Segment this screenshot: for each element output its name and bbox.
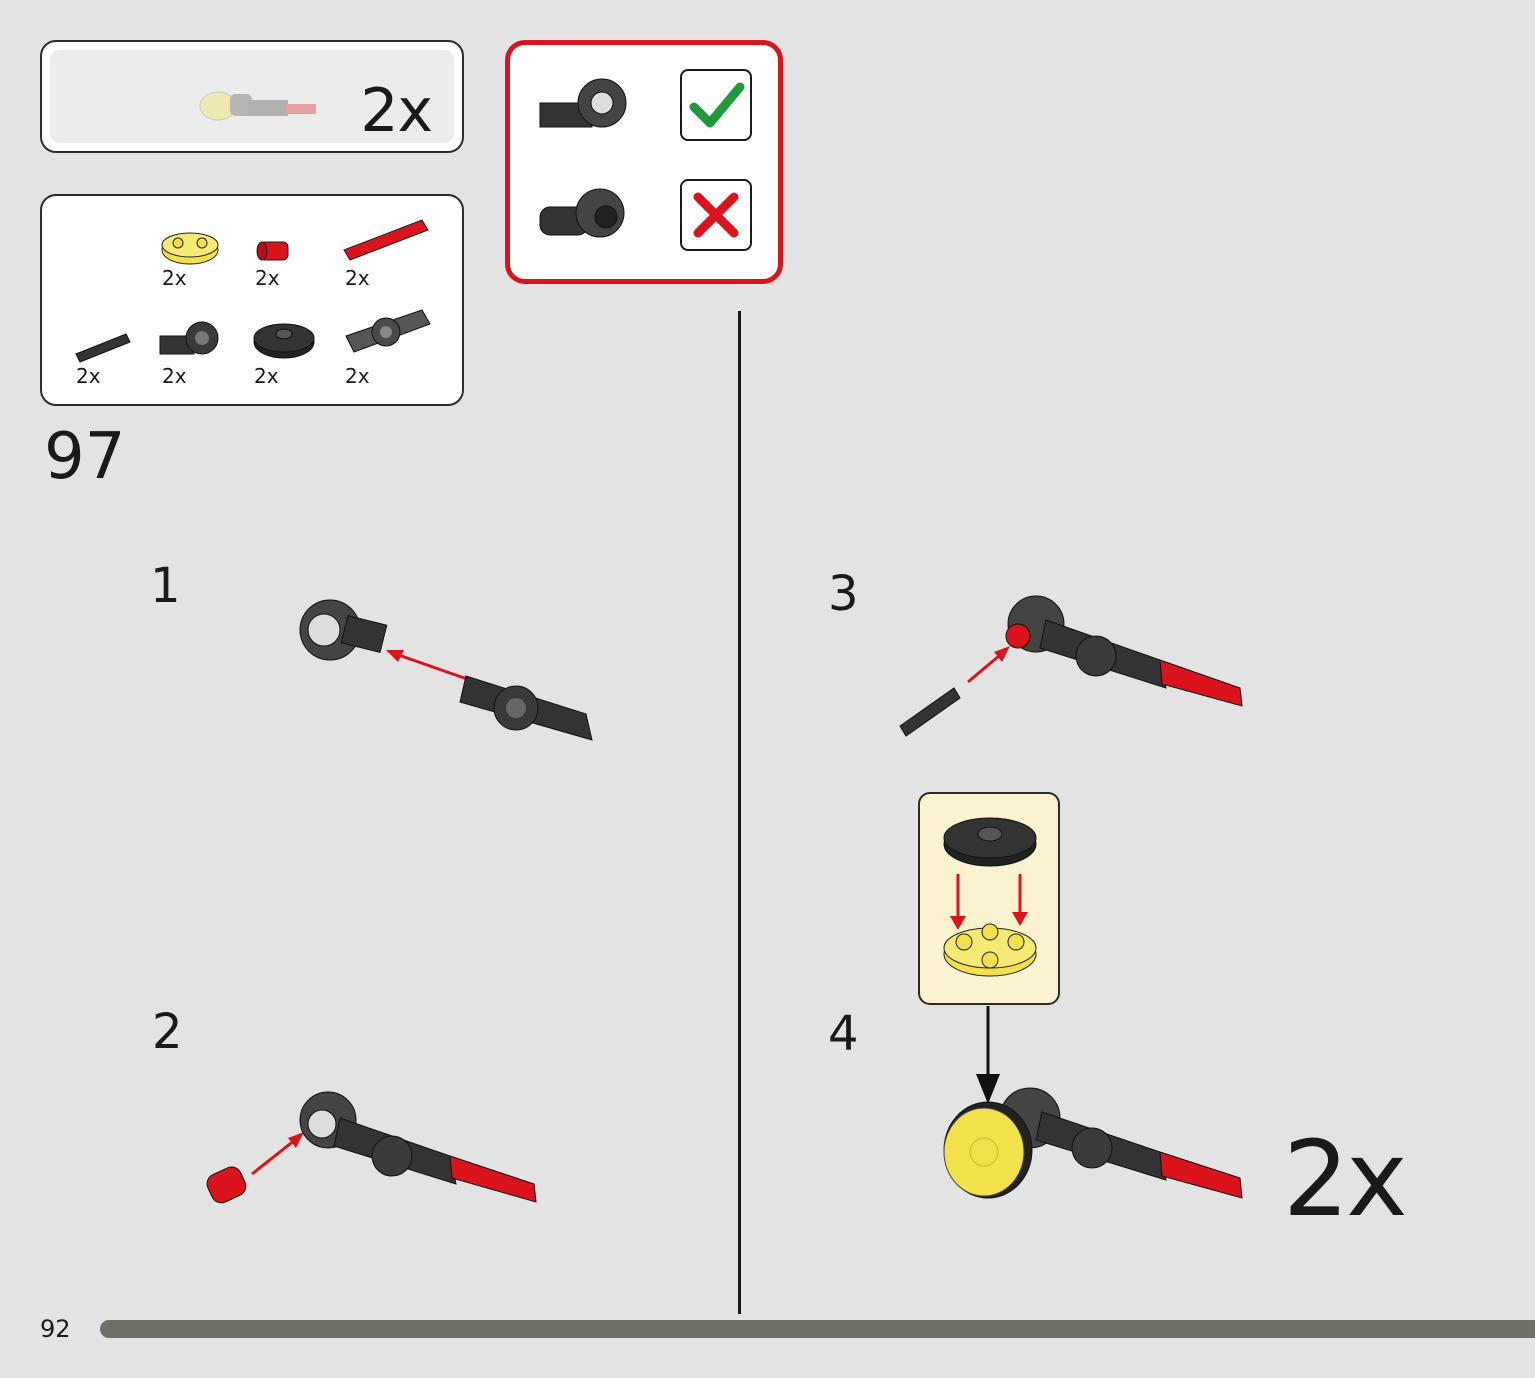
incorrect-indicator xyxy=(680,179,752,251)
part-qty-2: 2x xyxy=(345,266,370,290)
sub-assembly-callout xyxy=(918,792,1060,1005)
part-qty-0: 2x xyxy=(162,266,187,290)
axle-pin-red-icon xyxy=(343,219,429,261)
axle-pin-black-icon xyxy=(75,333,131,363)
cross-icon xyxy=(693,192,739,238)
page-number: 92 xyxy=(40,1315,71,1343)
connector-correct-orientation-icon xyxy=(539,78,627,128)
submodel-preview: 2x xyxy=(50,50,454,146)
substep-3-label: 3 xyxy=(828,566,859,622)
substep-1-label: 1 xyxy=(150,558,181,614)
substep-4-illustration xyxy=(943,1006,1243,1199)
connector-wrong-orientation-icon xyxy=(539,188,625,238)
orientation-callout xyxy=(505,40,783,284)
part-qty-3: 2x xyxy=(76,364,101,388)
substep-4-label: 4 xyxy=(828,1006,859,1062)
submodel-callout: 2x xyxy=(40,40,464,153)
part-qty-4: 2x xyxy=(162,364,187,388)
correct-indicator xyxy=(680,69,752,141)
final-quantity: 2x xyxy=(1283,1118,1408,1240)
step-number: 97 xyxy=(44,420,126,494)
submodel-quantity: 2x xyxy=(360,76,433,146)
substep-3-illustration xyxy=(899,595,1243,737)
round-plate-yellow-icon xyxy=(161,232,219,265)
substep-1-illustration xyxy=(299,599,593,741)
connector-gray-icon xyxy=(345,309,431,353)
axle-connector-black-icon xyxy=(159,321,219,355)
parts-list: 2x 2x 2x 2x 2x 2x 2x xyxy=(40,194,464,406)
submodel-assembly-icon xyxy=(199,91,316,121)
round-tile-black-icon xyxy=(253,323,315,359)
substep-2-label: 2 xyxy=(152,1004,183,1060)
check-icon xyxy=(689,82,745,128)
part-qty-1: 2x xyxy=(255,266,280,290)
part-qty-6: 2x xyxy=(345,364,370,388)
progress-bar xyxy=(100,1320,1535,1338)
round-tile-on-plate-icon xyxy=(943,817,1037,977)
part-qty-5: 2x xyxy=(254,364,279,388)
bush-red-icon xyxy=(256,241,289,261)
substep-2-illustration xyxy=(206,1091,537,1204)
column-divider xyxy=(738,311,741,1314)
